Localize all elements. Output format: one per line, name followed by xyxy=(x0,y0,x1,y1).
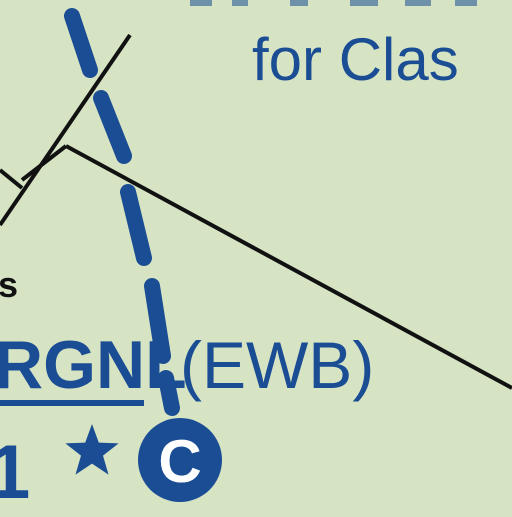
ctaf-letter: C xyxy=(158,428,201,495)
partial-label-left: s xyxy=(0,264,18,305)
frequency-partial: 1 xyxy=(0,430,30,512)
airport-name-underline xyxy=(0,400,144,406)
airport-name-partial: RGNL xyxy=(0,327,187,403)
route-line-long xyxy=(65,144,512,390)
route-line-short xyxy=(20,144,68,182)
airport-identifier: (EWB) xyxy=(180,328,374,402)
star-icon xyxy=(65,424,119,475)
airspace-note-text: for Clas xyxy=(252,26,459,93)
route-line-left-tick xyxy=(0,168,24,190)
route-lines xyxy=(0,33,512,390)
ctaf-symbol: C xyxy=(138,418,222,502)
class-d-airspace-boundary xyxy=(64,8,180,416)
ctaf-circle xyxy=(138,418,222,502)
route-line-diagonal xyxy=(0,33,132,227)
top-cutoff-text xyxy=(190,0,477,6)
